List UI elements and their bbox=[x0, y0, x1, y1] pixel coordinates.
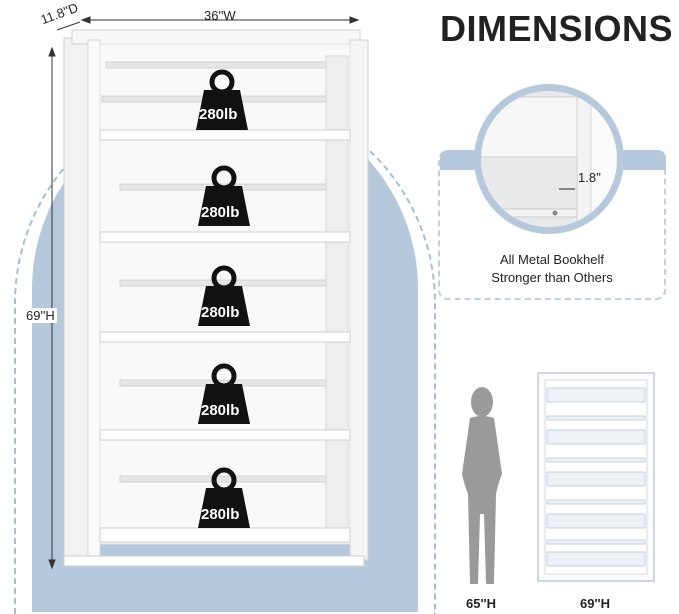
detail-zoom-circle bbox=[474, 84, 624, 234]
weight-icon-group bbox=[196, 69, 250, 528]
weight-label-4: 280lb bbox=[201, 402, 240, 419]
thickness-label: 1.8'' bbox=[578, 170, 602, 185]
small-bookshelf-illustration bbox=[537, 372, 655, 582]
width-label: 36''W bbox=[204, 8, 236, 23]
weight-label-1: 280lb bbox=[199, 106, 238, 123]
person-height-label: 65''H bbox=[466, 596, 497, 611]
caption-line-2: Stronger than Others bbox=[491, 270, 613, 285]
weight-label-2: 280lb bbox=[201, 204, 240, 221]
weight-label-5: 280lb bbox=[201, 506, 240, 523]
height-label: 69''H bbox=[24, 308, 57, 323]
weight-label-3: 280lb bbox=[201, 304, 240, 321]
shelf-height-label: 69''H bbox=[580, 596, 611, 611]
frame-detail-illustration bbox=[481, 91, 617, 227]
page-title: DIMENSIONS bbox=[440, 8, 674, 49]
person-silhouette-icon bbox=[462, 387, 502, 584]
caption-line-1: All Metal Bookhelf bbox=[499, 252, 605, 267]
bookshelf-illustration bbox=[48, 16, 369, 570]
